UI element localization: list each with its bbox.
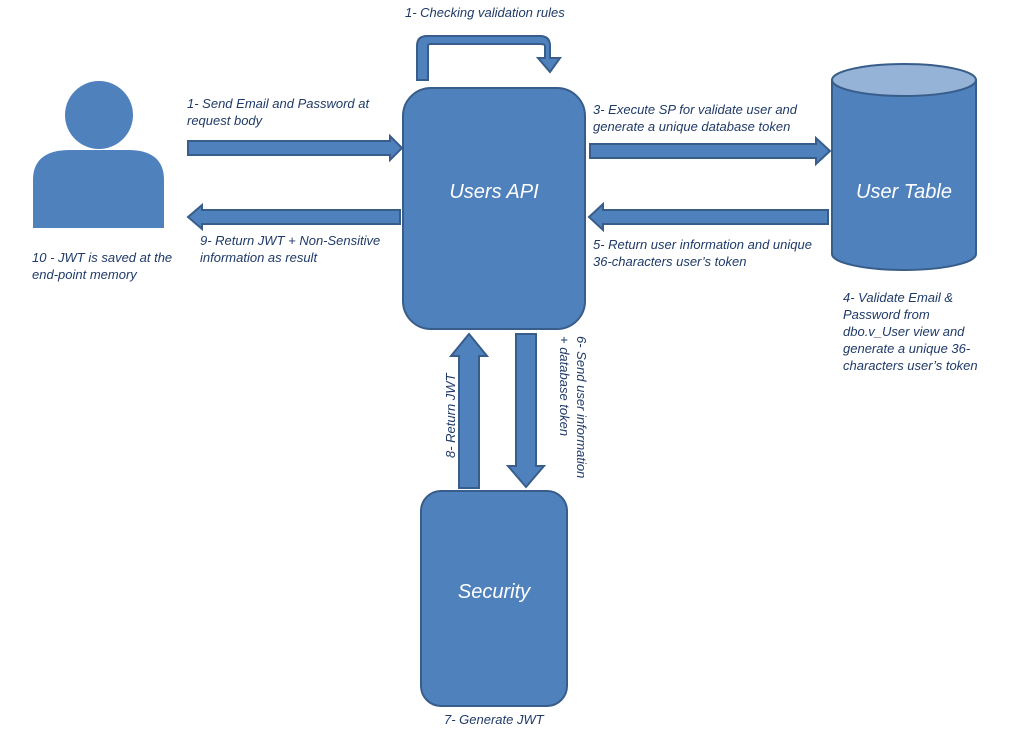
step-generate-jwt: 7- Generate JWT	[444, 712, 544, 727]
step-send-credentials: 1- Send Email and Password at request bo…	[187, 96, 370, 128]
step-checking-validation: 1- Checking validation rules	[405, 5, 565, 20]
person-icon	[33, 81, 164, 228]
security-node	[420, 490, 568, 707]
step-execute-sp: 3- Execute SP for validate user and gene…	[593, 102, 798, 134]
step-jwt-saved: 10 - JWT is saved at the end-point memor…	[32, 250, 173, 282]
user-table-label: User Table	[856, 181, 952, 203]
step-return-jwt-result: 9- Return JWT + Non-Sensitive informatio…	[200, 233, 381, 265]
users-api-label: Users API	[449, 181, 539, 203]
arrow-send-credentials	[187, 133, 404, 163]
loop-arrow-validation	[416, 35, 562, 81]
arrow-return-jwt	[448, 332, 490, 489]
arrow-return-user-info	[587, 201, 829, 233]
security-label: Security	[457, 581, 531, 603]
step-validate-email: 4- Validate Email & Password from dbo.v_…	[843, 290, 978, 373]
database-cylinder-icon	[831, 63, 977, 271]
arrow-return-jwt-to-user	[186, 202, 401, 232]
step-send-user-info: 6- Send user information + database toke…	[557, 336, 589, 479]
step-return-jwt-label: 8- Return JWT	[443, 373, 458, 458]
step-return-user-info: 5- Return user information and unique 36…	[593, 237, 812, 269]
arrow-send-user-info	[505, 333, 547, 489]
arrow-execute-sp	[589, 135, 832, 167]
users-api-node	[402, 87, 586, 330]
